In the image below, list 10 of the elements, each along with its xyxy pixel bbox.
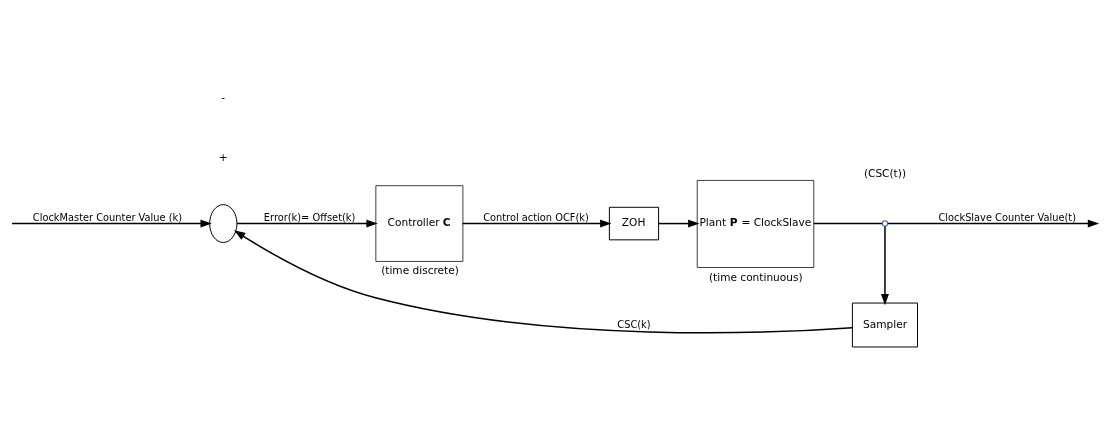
edge-label: ClockSlave Counter Value(t) — [938, 211, 1077, 223]
node-label: (time continuous) — [708, 270, 803, 283]
label: (CSC(t)) — [863, 167, 907, 180]
edge-label: Control action OCF(k) — [483, 211, 589, 223]
edge-label: ClockMaster Counter Value (k) — [32, 211, 183, 223]
label: + — [218, 151, 228, 164]
edge-label: CSC(k) — [617, 318, 651, 330]
label: - — [221, 91, 226, 104]
node-label: (time discrete) — [381, 264, 459, 277]
edge-label: Error(k)= Offset(k) — [263, 211, 356, 223]
